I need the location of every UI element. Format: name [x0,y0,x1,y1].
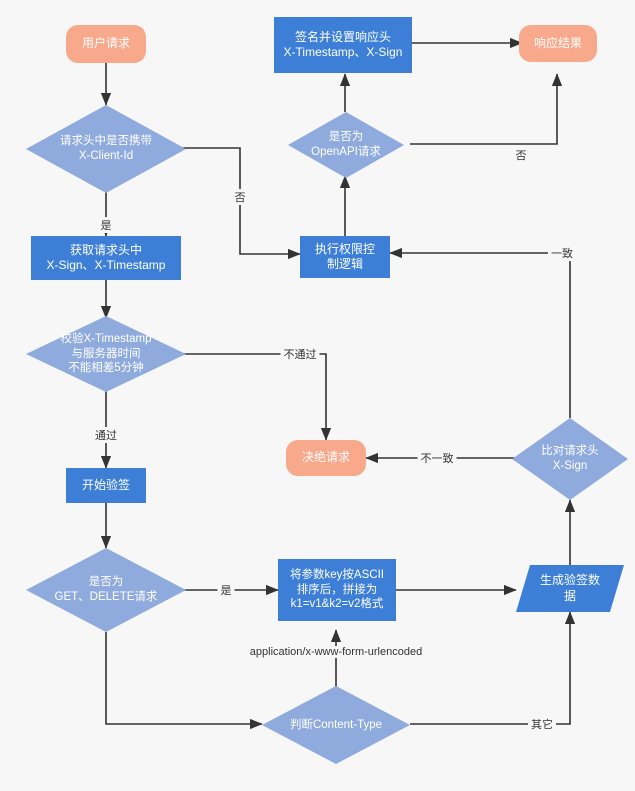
edge-label-timestamp-pass: 通过 [92,427,120,443]
node-reject-request-label: 决绝请求 [301,450,350,465]
node-user-request-label: 用户请求 [81,36,130,51]
edge-label-no-client-id: 否 [231,189,249,205]
edge-label-content-type-other: 其它 [528,716,556,732]
node-sort-params-label: 将参数key按ASCII 排序后，拼接为 k1=v1&k2=v2格式 [290,568,384,611]
node-user-request[interactable]: 用户请求 [66,25,146,63]
node-sign-response[interactable]: 签名并设置响应头 X-Timestamp、X-Sign [274,17,412,73]
node-is-openapi[interactable]: 是否为 OpenAPI请求 [288,112,404,178]
node-is-get-delete-label: 是否为 GET、DELETE请求 [54,576,158,603]
node-response-result-label: 响应结果 [533,35,582,50]
edge-check-timestamp-to-reject-request [180,353,332,441]
edge-label-sign-match: 一致 [548,245,576,261]
node-check-timestamp[interactable]: 校验X-Timestamp 与服务器时间 不能相差5分钟 [26,316,186,392]
edge-label-yes-client-id: 是 [97,217,115,233]
node-get-headers-label: 获取请求头中 X-Sign、X-Timestamp [46,242,166,272]
edge-label-no-openapi: 否 [512,147,530,163]
node-gen-sign-data-label: 生成验签数 据 [539,573,600,603]
node-get-headers[interactable]: 获取请求头中 X-Sign、X-Timestamp [31,236,181,280]
node-compare-sign[interactable]: 比对请求头 X-Sign [512,418,628,500]
node-start-verify-label: 开始验签 [81,477,130,492]
node-has-client-id[interactable]: 请求头中是否携带 X-Client-Id [26,105,186,193]
edge-label-timestamp-fail: 不通过 [280,346,320,362]
edge-compare-sign-to-auth-logic [389,247,571,418]
node-judge-content-type[interactable]: 判断Content-Type [262,686,410,764]
node-sign-response-label: 签名并设置响应头 X-Timestamp、X-Sign [283,29,403,59]
node-gen-sign-data[interactable]: 生成验签数 据 [516,565,624,612]
node-auth-logic-label: 执行权限控 制逻辑 [314,241,375,271]
node-auth-logic[interactable]: 执行权限控 制逻辑 [300,236,390,278]
node-has-client-id-label: 请求头中是否携带 X-Client-Id [60,135,152,162]
parallelogram-shape [516,565,624,612]
edge-judge-content-type-to-gen-sign-data [410,611,576,725]
node-start-verify[interactable]: 开始验签 [66,468,146,503]
node-is-get-delete[interactable]: 是否为 GET、DELETE请求 [26,548,186,632]
edge-is-get-delete-to-judge-content-type [105,632,263,730]
edge-label-content-type-urlencoded: application/x-www-form-urlencoded [246,646,426,658]
node-sort-params[interactable]: 将参数key按ASCII 排序后，拼接为 k1=v1&k2=v2格式 [278,559,396,621]
node-judge-content-type-label: 判断Content-Type [289,718,383,731]
node-check-timestamp-label: 校验X-Timestamp 与服务器时间 不能相差5分钟 [60,332,152,375]
node-is-openapi-label: 是否为 OpenAPI请求 [311,131,381,158]
edge-is-openapi-to-response-result [410,73,563,145]
edge-label-sign-mismatch: 不一致 [417,450,457,466]
node-compare-sign-label: 比对请求头 X-Sign [541,445,599,472]
edge-label-yes-get-delete: 是 [217,582,235,598]
node-response-result[interactable]: 响应结果 [519,25,597,62]
node-reject-request[interactable]: 决绝请求 [286,440,366,476]
